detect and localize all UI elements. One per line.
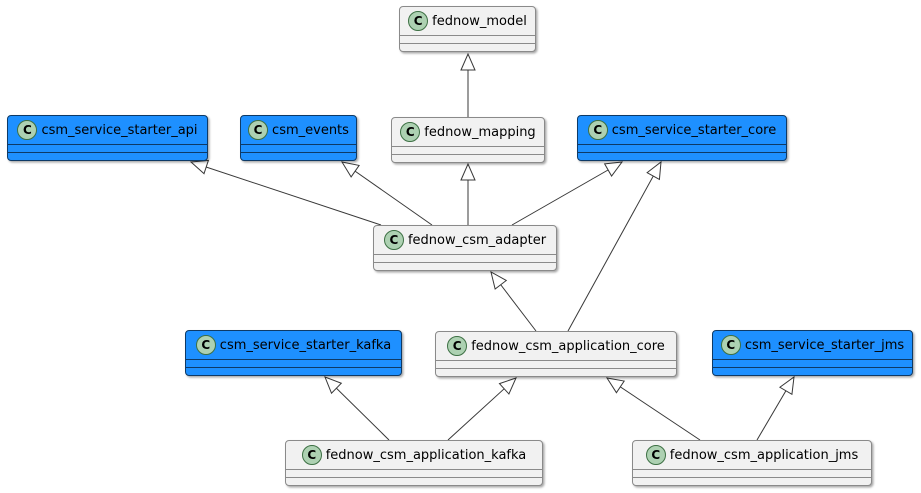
inheritance-edge-fednow_csm_application_jms-to-fednow_csm_application_core [605, 377, 701, 441]
class-name-label: fednow_csm_application_core [471, 338, 665, 354]
fields-compartment [286, 469, 542, 477]
class-name-label: fednow_csm_adapter [407, 232, 547, 248]
class-name-label: fednow_mapping [424, 124, 536, 140]
class-name-label: fednow_csm_application_jms [669, 447, 859, 463]
inheritance-edge-fednow_csm_adapter-to-csm_events [340, 161, 433, 226]
class-icon: C [447, 336, 468, 356]
class-icon: C [383, 230, 404, 250]
fields-compartment [633, 469, 871, 477]
inheritance-edge-fednow_csm_application_jms-to-csm_service_starter_jms [756, 375, 795, 441]
methods-compartment [374, 262, 556, 270]
fields-compartment [392, 146, 544, 154]
inheritance-edge-fednow_csm_application_core-to-fednow_csm_adapter [490, 271, 537, 332]
fields-compartment [186, 359, 401, 367]
methods-compartment [400, 43, 535, 51]
class-icon: C [645, 445, 666, 465]
inheritance-edge-fednow_csm_adapter-to-csm_service_starter_api [189, 159, 382, 226]
fields-compartment [578, 144, 786, 152]
methods-compartment [578, 152, 786, 160]
inheritance-edge-fednow_csm_application_kafka-to-csm_service_starter_kafka [324, 376, 390, 441]
class-icon: C [17, 120, 38, 140]
methods-compartment [392, 154, 544, 162]
class-name-label: csm_service_starter_api [41, 122, 198, 138]
class-name-label: fednow_model [432, 13, 527, 29]
class-icon: C [587, 120, 608, 140]
fields-compartment [374, 254, 556, 262]
class-icon: C [408, 11, 429, 31]
class-icon: C [248, 120, 269, 140]
class-icon: C [720, 335, 741, 355]
methods-compartment [186, 367, 401, 375]
methods-compartment [713, 367, 912, 375]
inheritance-edge-fednow_csm_application_core-to-csm_service_starter_core [567, 160, 662, 332]
methods-compartment [8, 152, 207, 160]
methods-compartment [633, 477, 871, 485]
class-name-label: csm_events [272, 122, 349, 138]
class-icon: C [301, 445, 322, 465]
methods-compartment [241, 152, 356, 160]
methods-compartment [286, 477, 542, 485]
fields-compartment [241, 144, 356, 152]
methods-compartment [436, 368, 676, 376]
inheritance-edge-fednow_csm_adapter-to-csm_service_starter_core [511, 161, 624, 226]
class-name-label: csm_service_starter_core [611, 122, 777, 138]
inheritance-edge-fednow_csm_application_kafka-to-fednow_csm_application_core [447, 377, 517, 441]
class-name-label: csm_service_starter_jms [744, 337, 905, 353]
class-name-label: csm_service_starter_kafka [219, 337, 392, 353]
class-icon: C [400, 122, 421, 142]
fields-compartment [436, 360, 676, 368]
fields-compartment [713, 359, 912, 367]
fields-compartment [8, 144, 207, 152]
class-name-label: fednow_csm_application_kafka [325, 447, 527, 463]
class-icon: C [195, 335, 216, 355]
fields-compartment [400, 35, 535, 43]
